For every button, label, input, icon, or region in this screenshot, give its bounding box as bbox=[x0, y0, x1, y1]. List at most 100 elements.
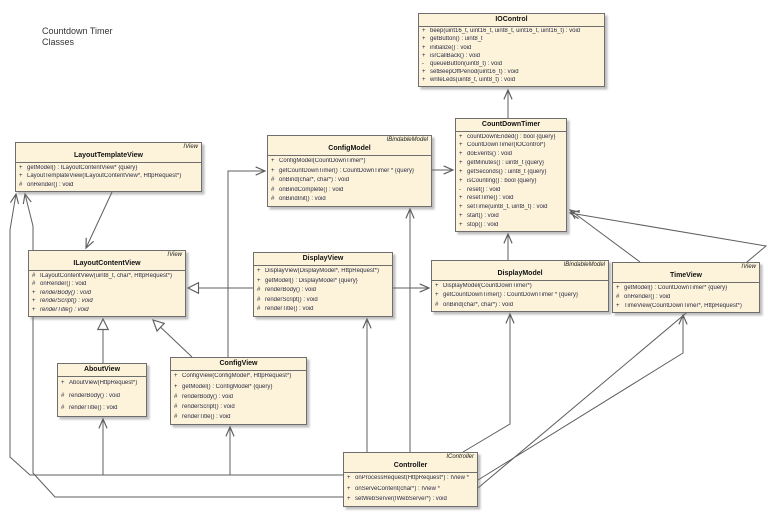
member-row[interactable]: +getModel() : ConfigModel* {query} bbox=[174, 383, 273, 390]
class-stereotype: IBindableModel bbox=[563, 262, 605, 268]
member-row[interactable]: +initialize() : void bbox=[422, 44, 472, 51]
class-header: IBindableModel DisplayModel bbox=[432, 261, 608, 281]
member-row[interactable]: +renderTitle() : void bbox=[32, 306, 89, 313]
member-row[interactable]: -reset() : void bbox=[459, 186, 501, 193]
connector-controller-to-layouttemplateview-2[interactable] bbox=[22, 192, 343, 498]
class-stereotype: IBindableModel bbox=[386, 137, 428, 143]
connector-controller-to-countdowntimer[interactable] bbox=[477, 209, 768, 489]
member-row[interactable]: +DisplayView(DisplayModel*, HttpRequest*… bbox=[257, 268, 379, 275]
class-header: ConfigView bbox=[171, 358, 306, 371]
class-header: IView LayoutTemplateView bbox=[16, 143, 201, 163]
member-row[interactable]: +setWebServer(IWebServer*) : void bbox=[347, 496, 447, 503]
member-row[interactable]: +setBeepOffPeriod(uint16_t) : void bbox=[422, 69, 519, 76]
class-box-configview[interactable]: ConfigView +ConfigView(ConfigModel*, Htt… bbox=[170, 357, 307, 425]
class-box-displayview[interactable]: DisplayView +DisplayView(DisplayModel*, … bbox=[253, 252, 393, 317]
connector-controller-to-aboutview[interactable] bbox=[98, 417, 343, 476]
connector-controller-to-configview[interactable] bbox=[225, 425, 343, 476]
member-row[interactable]: +getModel() : ILayoutContentView* {query… bbox=[19, 164, 138, 171]
member-row[interactable]: #renderBody() : void bbox=[174, 393, 234, 400]
class-box-ilayoutcontentview[interactable]: IView ILayoutContentView #ILayoutContent… bbox=[28, 250, 186, 317]
member-row[interactable]: #onRender() : void bbox=[19, 181, 74, 188]
member-row[interactable]: +onServeContent(char*) : IView * bbox=[347, 485, 440, 492]
member-row[interactable]: +getButton() : uint8_t bbox=[422, 36, 483, 43]
member-row[interactable]: +getCountDownTimer() : CountDownTimer * … bbox=[271, 167, 414, 174]
member-row[interactable]: #onRender() : void bbox=[32, 281, 87, 288]
member-row[interactable]: +writeLeds(uint8_t, uint8_t) : void bbox=[422, 77, 516, 84]
member-row[interactable]: -queueButton(uint8_t) : void bbox=[422, 60, 503, 67]
member-row[interactable]: +renderBody() : void bbox=[32, 289, 92, 296]
class-header: IView ILayoutContentView bbox=[29, 251, 185, 271]
class-box-aboutview[interactable]: AboutView +AboutView(HttpRequest*) #rende… bbox=[57, 363, 147, 417]
member-row[interactable]: +isCounting() : bool {query} bbox=[459, 177, 537, 184]
member-row[interactable]: +CountDownTimer(IOControl*) bbox=[459, 142, 546, 149]
member-row[interactable]: +getModel() : CountDownTimer* {query} bbox=[616, 284, 728, 291]
member-row[interactable]: #renderBody() : void bbox=[61, 392, 121, 399]
class-box-configmodel[interactable]: IBindableModel ConfigModel +ConfigModel(… bbox=[267, 135, 432, 207]
member-row[interactable]: +getSeconds() : uint8_t {query} bbox=[459, 168, 547, 175]
class-box-controller[interactable]: IController Controller +onProcessRequest… bbox=[343, 452, 478, 507]
member-row[interactable]: #renderScript() : void bbox=[174, 403, 235, 410]
class-header: AboutView bbox=[58, 364, 146, 377]
member-row[interactable]: +start() : void bbox=[459, 212, 499, 219]
connector-controller-to-layouttemplateview[interactable] bbox=[9, 192, 343, 476]
member-row[interactable]: +isrCallBack() : void bbox=[422, 52, 481, 59]
member-row[interactable]: #onBindInit() : void bbox=[271, 196, 326, 203]
class-header: IView TimeView bbox=[613, 263, 759, 283]
member-row[interactable]: #onBindComplete() : void bbox=[271, 186, 344, 193]
member-row[interactable]: +onProcessRequest(HttpRequest*) : IView … bbox=[347, 475, 469, 482]
member-list: #ILayoutContentView(uint8_t, char*, Http… bbox=[29, 271, 185, 316]
member-row[interactable]: +ConfigView(ConfigModel*, HttpRequest*) bbox=[174, 373, 292, 380]
class-name: IOControl bbox=[495, 16, 528, 23]
connector-controller-to-displaymodel[interactable] bbox=[462, 312, 515, 453]
member-row[interactable]: #onBind(char*, char*) : void bbox=[435, 301, 514, 308]
member-row[interactable]: +DisplayModel(CountDownTimer*) bbox=[435, 282, 532, 289]
member-row[interactable]: #onBind(char*, char*) : void bbox=[271, 177, 350, 184]
member-row[interactable]: +renderScript() : void bbox=[32, 298, 93, 305]
member-row[interactable]: +resetTime() : void bbox=[459, 195, 514, 202]
member-row[interactable]: +countDownEnded() : bool {query} bbox=[459, 133, 556, 140]
class-name: ConfigModel bbox=[328, 145, 371, 152]
member-row[interactable]: +stop() : void bbox=[459, 221, 499, 228]
member-row[interactable]: +TimeView(CountDownTimer*, HttpRequest*) bbox=[616, 302, 742, 309]
member-row[interactable]: #renderTitle() : void bbox=[257, 306, 314, 313]
member-row[interactable]: +LayoutTemplateView(ILayoutContentView*,… bbox=[19, 173, 182, 180]
class-box-displaymodel[interactable]: IBindableModel DisplayModel +DisplayMode… bbox=[431, 260, 609, 312]
class-header: CountDownTimer bbox=[456, 119, 566, 132]
connector-layouttemplateview-to-ilayoutcontentview[interactable] bbox=[85, 191, 113, 250]
member-row[interactable]: #renderScript() : void bbox=[257, 296, 318, 303]
class-name: DisplayView bbox=[302, 255, 344, 262]
class-box-iocontrol[interactable]: IOControl +beep(uint16_t, uint16_t, uint… bbox=[418, 13, 605, 87]
connector-timeview-to-countdowntimer[interactable] bbox=[568, 209, 641, 263]
member-list: +ConfigModel(CountDownTimer*) +getCountDo… bbox=[268, 156, 431, 206]
member-row[interactable]: #renderTitle() : void bbox=[174, 414, 231, 421]
member-row[interactable]: +doEvents() : void bbox=[459, 151, 513, 158]
class-header: DisplayView bbox=[254, 253, 392, 266]
connector-controller-to-timeview[interactable] bbox=[477, 313, 688, 481]
member-row[interactable]: #renderTitle() : void bbox=[61, 405, 118, 412]
class-name: CountDownTimer bbox=[481, 121, 541, 128]
member-row[interactable]: +getCountDownTimer() : CountDownTimer * … bbox=[435, 292, 578, 299]
class-box-countdowntimer[interactable]: CountDownTimer +countDownEnded() : bool … bbox=[455, 118, 567, 232]
class-name: LayoutTemplateView bbox=[74, 152, 143, 159]
connector-configview-to-ilayoutcontentview[interactable] bbox=[152, 319, 193, 358]
member-row[interactable]: +setTime(uint8_t, uint8_t) : void bbox=[459, 204, 548, 211]
member-list: +ConfigView(ConfigModel*, HttpRequest*) +… bbox=[171, 371, 306, 424]
member-row[interactable]: #ILayoutContentView(uint8_t, char*, Http… bbox=[32, 272, 172, 279]
member-row[interactable]: +AboutView(HttpRequest*) bbox=[61, 380, 138, 387]
class-name: ConfigView bbox=[219, 360, 258, 367]
class-header: IController Controller bbox=[344, 453, 477, 473]
member-row[interactable]: +getMinutes() : uint8_t {query} bbox=[459, 160, 545, 167]
class-name: TimeView bbox=[669, 272, 703, 279]
member-row[interactable]: #renderBody() : void bbox=[257, 287, 317, 294]
member-row[interactable]: +ConfigModel(CountDownTimer*) bbox=[271, 158, 366, 165]
connector-configview-to-configmodel[interactable] bbox=[227, 166, 267, 357]
member-row[interactable]: #onRender() : void bbox=[616, 293, 671, 300]
class-box-layouttemplateview[interactable]: IView LayoutTemplateView +getModel() : I… bbox=[15, 142, 202, 192]
member-row[interactable]: +getModel() : DisplayModel* {query} bbox=[257, 277, 358, 284]
class-box-timeview[interactable]: IView TimeView +getModel() : CountDownTi… bbox=[612, 262, 760, 313]
member-list: +getModel() : CountDownTimer* {query} #on… bbox=[613, 283, 759, 312]
class-stereotype: IController bbox=[446, 454, 474, 460]
member-row[interactable]: +beep(uint16_t, uint16_t, uint8_t, uint1… bbox=[422, 28, 581, 35]
